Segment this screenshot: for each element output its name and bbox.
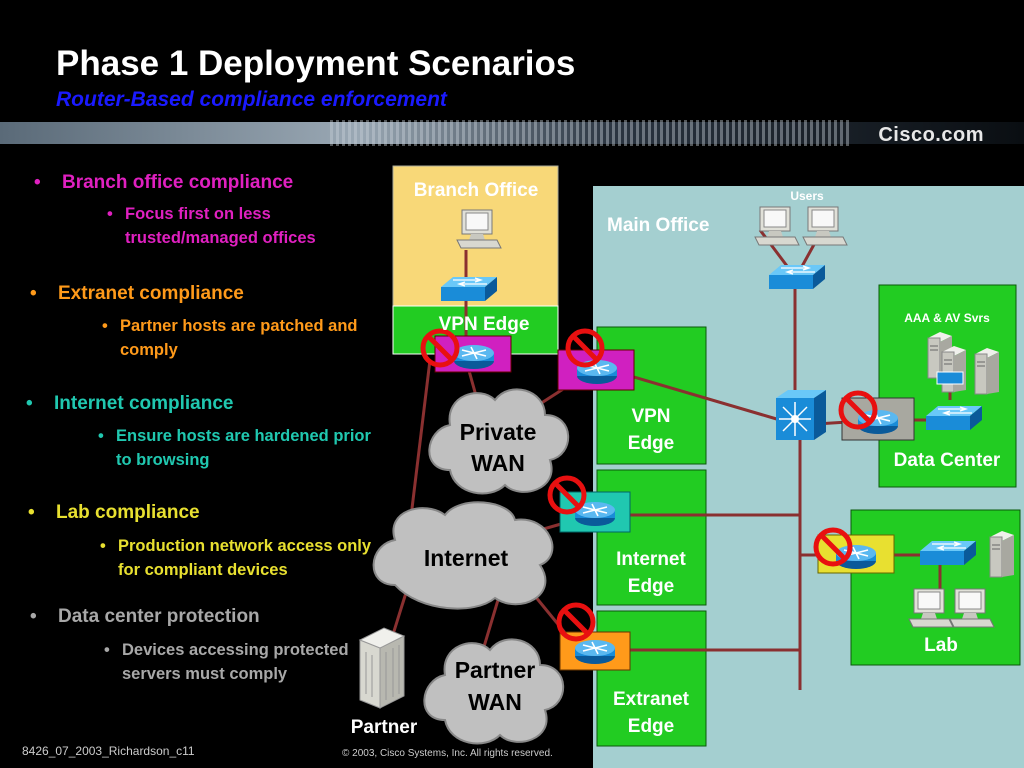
internet-edge-label-line2: Edge: [628, 576, 674, 597]
private-wan-label-line1: Private: [460, 419, 537, 445]
internet-cloud: [372, 501, 554, 610]
internet-edge-router-icon: [574, 501, 616, 527]
bullet-data-center: •Data center protection: [30, 606, 260, 627]
branch-office-zone: [392, 165, 559, 307]
branch-office-label: Branch Office: [414, 180, 539, 201]
internet-no-entry-icon: [550, 478, 584, 512]
lab-pc-icon: [949, 588, 995, 628]
internet-edge-zone: [596, 469, 707, 606]
branch-switch-icon: [440, 276, 498, 302]
bullet-branch-office: •Branch office compliance: [34, 172, 294, 193]
partner-building-icon: [358, 627, 406, 709]
user-switch-icon: [768, 264, 826, 290]
dc-lab-links: [880, 385, 952, 595]
data-center-zone: [878, 284, 1017, 488]
lab-server-icon: [989, 530, 1015, 578]
main-office-zone: [593, 186, 1024, 768]
sub-bullet-internet: •Ensure hosts are hardened prior to brow…: [98, 427, 371, 469]
extranet-edge-router-icon: [574, 639, 616, 665]
page-subtitle: Router-Based compliance enforcement: [56, 88, 447, 111]
lab-pc-icon: [908, 588, 954, 628]
partner-label: Partner: [351, 717, 418, 738]
branch-vpn-edge-zone: [392, 305, 559, 355]
users-label: Users: [790, 189, 824, 203]
lab-zone: [850, 509, 1021, 666]
branch-vpn-edge-label: VPN Edge: [439, 314, 530, 335]
bullet-lab: •Lab compliance: [28, 502, 200, 523]
partner-wan-label-line2: WAN: [468, 689, 522, 715]
private-wan-cloud: [428, 388, 570, 495]
internet-edge-label-line1: Internet: [616, 549, 686, 570]
sub-bullet-branch-office: •Focus first on less trusted/managed off…: [107, 205, 316, 247]
server-icon: [974, 347, 1000, 395]
data-center-switch-icon: [925, 405, 983, 431]
vpn-edge-label-line2: Edge: [628, 433, 674, 454]
lab-switch-icon: [919, 540, 977, 566]
lab-router-icon: [835, 544, 877, 570]
user-pc-icon: [754, 206, 800, 246]
header-banner: [0, 120, 1024, 146]
sub-bullet-data-center: •Devices accessing protected servers mus…: [104, 641, 349, 683]
server-icon: [941, 345, 967, 393]
cisco-logo-text[interactable]: Cisco.com: [878, 124, 984, 146]
sub-bullet-extranet: •Partner hosts are patched and comply: [102, 317, 358, 359]
extranet-edge-zone: [596, 610, 707, 747]
data-center-no-entry-icon: [841, 393, 875, 427]
user-pc-icon: [802, 206, 848, 246]
vpn-edge-label-line1: VPN: [631, 406, 670, 427]
lab-label: Lab: [924, 635, 958, 656]
partner-wan-label-line1: Partner: [455, 657, 536, 683]
footer-code: 8426_07_2003_Richardson_c11: [22, 744, 195, 758]
extranet-no-entry-icon: [559, 605, 593, 639]
sub-bullet-lab: •Production network access only for comp…: [100, 537, 372, 579]
branch-pc-icon: [456, 209, 502, 249]
branch-no-entry-icon: [423, 331, 457, 365]
extranet-edge-label-line1: Extranet: [613, 689, 690, 710]
core-switch-icon: [776, 390, 826, 440]
aaa-av-servers-label: AAA & AV Svrs: [904, 311, 990, 325]
vpn-edge-router-icon: [576, 359, 618, 385]
private-wan-label-line2: WAN: [471, 450, 525, 476]
partner-wan-cloud: [423, 638, 565, 745]
main-office-label: Main Office: [607, 215, 709, 236]
vpn-no-entry-icon: [568, 331, 602, 365]
page-title: Phase 1 Deployment Scenarios: [56, 44, 576, 83]
bullet-extranet: •Extranet compliance: [30, 283, 244, 304]
internet-cloud-label: Internet: [424, 545, 509, 571]
branch-vpn-router-icon: [453, 344, 495, 370]
network-links: [383, 229, 881, 690]
vpn-edge-zone: [596, 326, 707, 465]
server-icon: [927, 331, 953, 379]
lab-no-entry-icon: [816, 530, 850, 564]
bullet-internet: •Internet compliance: [26, 393, 234, 414]
extranet-edge-label-line2: Edge: [628, 716, 674, 737]
data-center-label: Data Center: [894, 450, 1001, 471]
data-center-router-icon: [857, 409, 899, 435]
footer-copyright: © 2003, Cisco Systems, Inc. All rights r…: [342, 748, 553, 759]
